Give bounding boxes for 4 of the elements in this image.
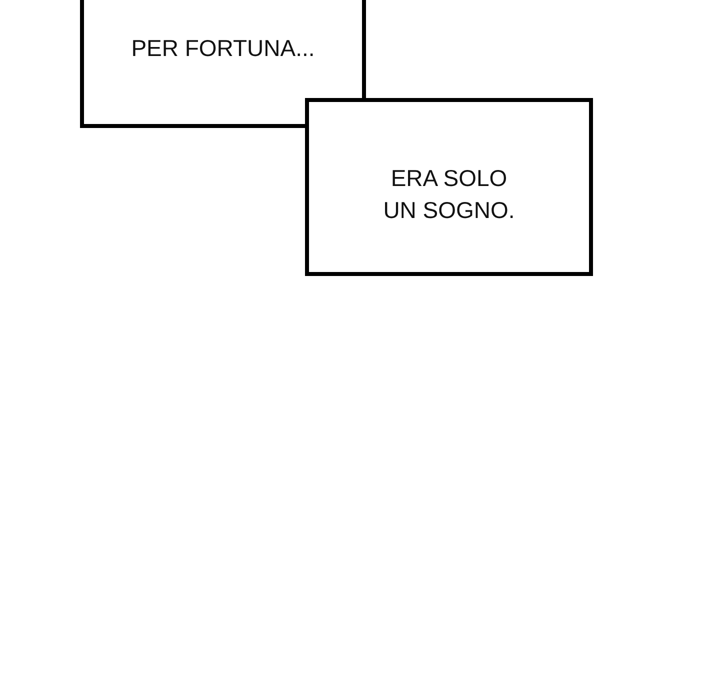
caption-box [80, 0, 366, 128]
caption-text: ERA SOLO UN SOGNO. [382, 164, 516, 225]
caption-box [305, 98, 593, 276]
caption-text: PER FORTUNA... [131, 34, 315, 63]
